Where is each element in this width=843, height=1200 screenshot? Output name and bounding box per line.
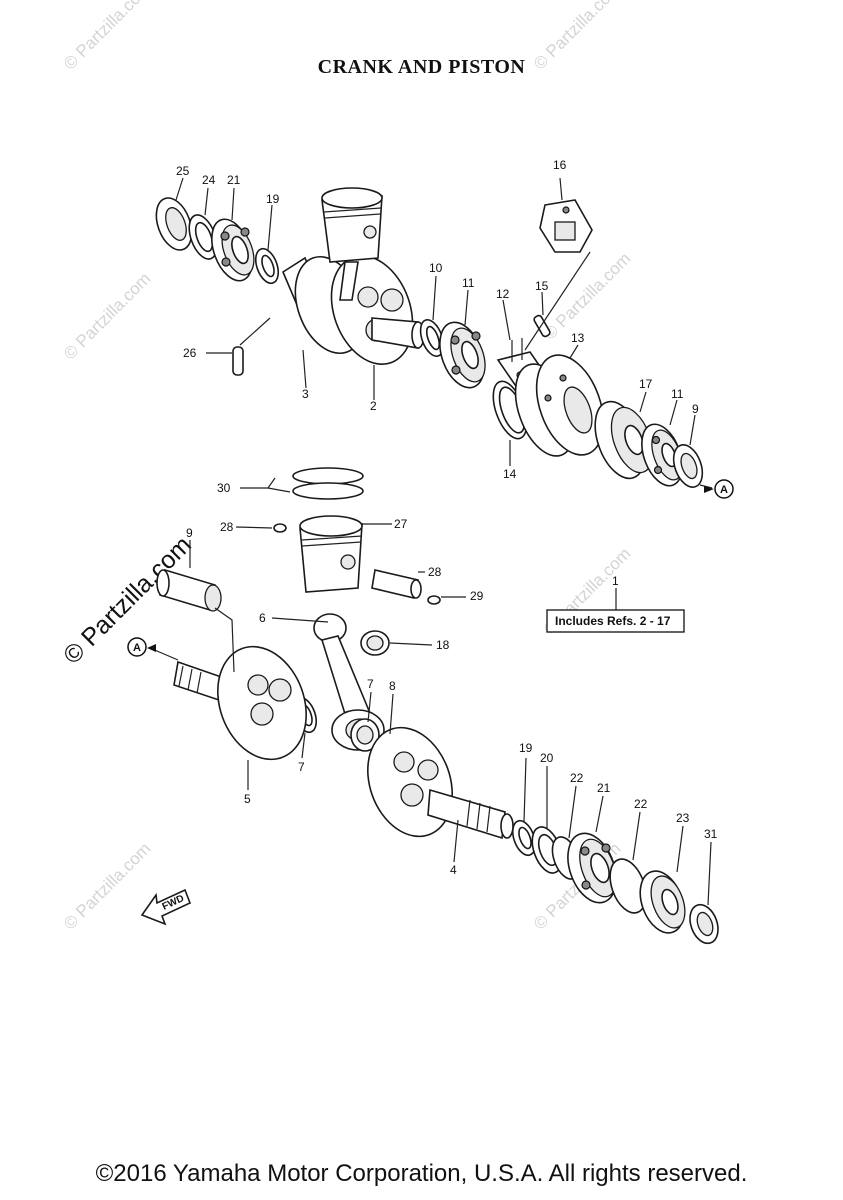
callout-3: 3 <box>302 387 309 401</box>
callout-19: 19 <box>266 192 280 206</box>
callout-30: 30 <box>217 481 231 495</box>
callout-5: 5 <box>244 792 251 806</box>
callout-22: 22 <box>570 771 584 785</box>
part-crank-half-5 <box>173 645 307 761</box>
callout-8: 8 <box>389 679 396 693</box>
part-bearing-11-upper <box>439 321 486 389</box>
callout-9-lower: 9 <box>186 526 193 540</box>
callout-24: 24 <box>202 173 216 187</box>
callout-28: 28 <box>220 520 234 534</box>
leader-lines-upper <box>175 177 713 489</box>
part-sensor-16 <box>539 199 593 253</box>
part-bearing-21-upper <box>211 218 255 282</box>
diagram-title: CRANK AND PISTON <box>317 56 526 78</box>
part-pin-15 <box>533 314 551 338</box>
callout-26: 26 <box>183 346 197 360</box>
callout-4: 4 <box>450 863 457 877</box>
part-crank-pin-lower <box>156 568 222 612</box>
callout-28-pin: 28 <box>428 565 442 579</box>
arrow-to-a-right <box>704 486 714 493</box>
part-bearing-23 <box>639 870 686 934</box>
part-washer-24 <box>188 214 218 260</box>
callout-21: 21 <box>227 173 241 187</box>
part-piston-upper <box>321 187 383 301</box>
callout-25: 25 <box>176 164 190 178</box>
callout-11-right: 11 <box>671 387 684 401</box>
copyright-footer: ©2016 Yamaha Motor Corporation, U.S.A. A… <box>95 1160 748 1187</box>
part-piston-pin-28 <box>371 569 422 599</box>
callout-2: 2 <box>370 399 377 413</box>
part-oil-seal-25 <box>155 197 193 251</box>
part-washer-19-upper <box>254 247 280 285</box>
part-piston-rings-30 <box>292 467 364 500</box>
callout-20: 20 <box>540 751 554 765</box>
callout-29: 29 <box>470 589 484 603</box>
callout-13: 13 <box>571 331 585 345</box>
part-clip-28-upper <box>273 523 287 533</box>
callout-15: 15 <box>535 279 549 293</box>
callout-23: 23 <box>676 811 690 825</box>
callout-17: 17 <box>639 377 653 391</box>
callout-numbers: 25 24 21 19 16 10 11 12 15 13 26 3 2 14 … <box>176 158 718 877</box>
part-clip-29 <box>427 595 441 605</box>
callout-19-lower: 19 <box>519 741 533 755</box>
callout-10: 10 <box>429 261 443 275</box>
part-washer-19-lower <box>511 819 537 857</box>
part-crankshaft-assy-upper <box>281 254 425 366</box>
marker-a-label: A <box>133 642 141 654</box>
part-gear-17 <box>594 400 654 480</box>
callout-1: 1 <box>612 574 619 588</box>
part-rotor-13 <box>514 354 605 457</box>
includes-box: Includes Refs. 2 - 17 <box>546 609 685 633</box>
callout-6: 6 <box>259 611 266 625</box>
marker-a-label: A <box>720 484 728 496</box>
callout-21-lower: 21 <box>597 781 611 795</box>
callout-12: 12 <box>496 287 510 301</box>
marker-a-left: A <box>127 637 156 657</box>
part-needle-bearing-18 <box>360 630 390 656</box>
callout-31: 31 <box>704 827 718 841</box>
callout-14: 14 <box>503 467 517 481</box>
callout-11: 11 <box>462 276 475 290</box>
part-pin-26 <box>232 346 244 376</box>
part-piston-27 <box>299 515 363 593</box>
callout-16: 16 <box>553 158 567 172</box>
includes-text: Includes Refs. 2 - 17 <box>555 614 671 628</box>
part-bearing-21-lower <box>567 832 617 904</box>
leader-lines-lower <box>149 477 712 906</box>
part-needle-bearing-7 <box>350 718 380 752</box>
callout-18: 18 <box>436 638 450 652</box>
marker-a-right: A <box>714 479 734 499</box>
fwd-arrow-icon: FWD <box>140 888 192 926</box>
part-seal-9 <box>672 444 704 488</box>
callout-7: 7 <box>367 677 374 691</box>
callout-22-right: 22 <box>634 797 648 811</box>
callout-27: 27 <box>394 517 408 531</box>
part-seal-31 <box>689 903 719 945</box>
callout-7-lower: 7 <box>298 760 305 774</box>
callout-9: 9 <box>692 402 699 416</box>
